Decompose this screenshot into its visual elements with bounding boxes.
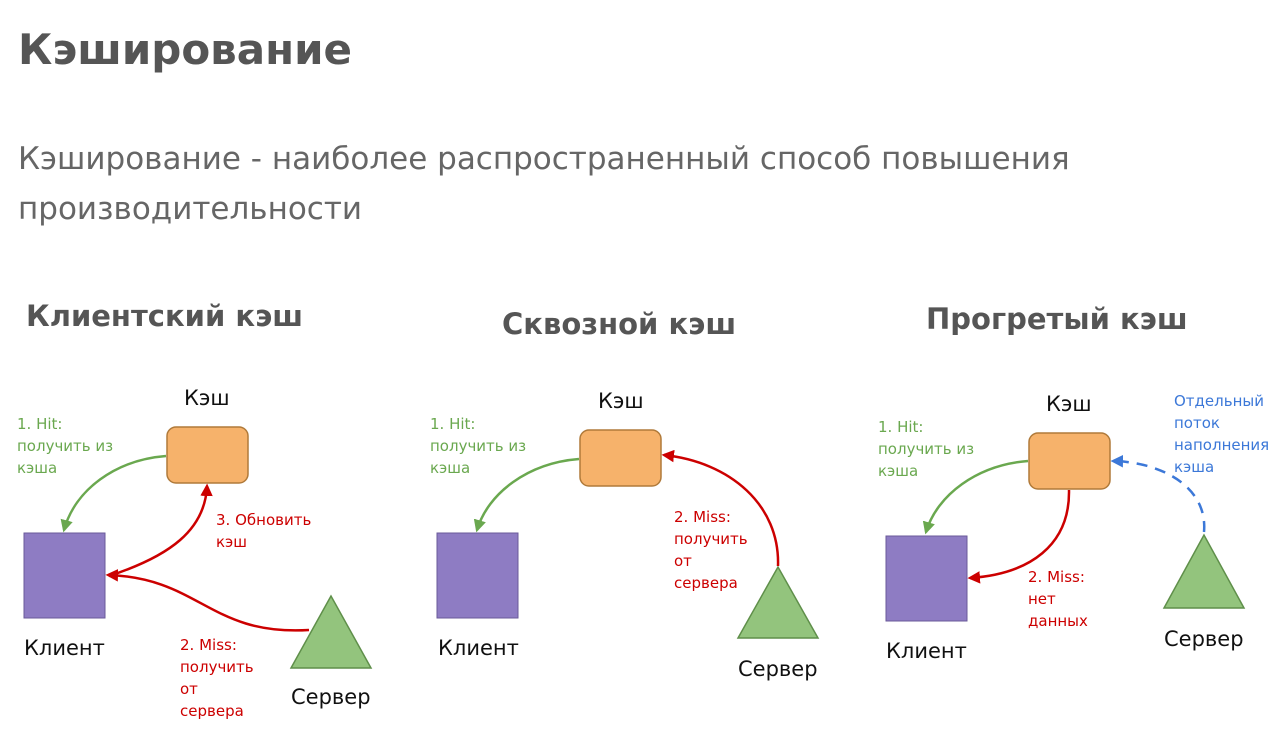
server-label: Сервер xyxy=(738,657,818,681)
miss-arrow xyxy=(661,449,780,567)
cache-node xyxy=(1028,432,1111,490)
fill-thread-arrow xyxy=(1110,454,1206,533)
client-label: Клиент xyxy=(886,639,967,663)
hit-arrow xyxy=(473,457,580,533)
hit-arrow xyxy=(922,459,1029,535)
hit-annotation: 1. Hit: получить из кэша xyxy=(430,415,531,477)
cache-label: Кэш xyxy=(1046,392,1092,416)
update-annotation: 3. Обновить кэш xyxy=(216,511,316,551)
cache-label: Кэш xyxy=(598,389,644,413)
diagram-client-cache: Клиентский кэш Кэш Клиент Сервер 1. Hit:… xyxy=(17,299,373,720)
client-node xyxy=(23,532,106,619)
server-label: Сервер xyxy=(291,685,371,709)
server-node xyxy=(1162,533,1246,609)
server-label: Сервер xyxy=(1164,627,1244,651)
hit-annotation: 1. Hit: получить из кэша xyxy=(878,418,979,480)
diagram-read-through-cache: Сквозной кэш Кэш Клиент Сервер 1. Hit: п… xyxy=(430,307,820,681)
hit-arrow xyxy=(60,454,167,533)
diagram-warm-cache: Прогретый кэш Кэш Клиент Сервер 1. Hit: … xyxy=(878,302,1274,663)
hit-annotation: 1. Hit: получить из кэша xyxy=(17,415,118,477)
cache-node xyxy=(579,429,662,487)
miss-annotation: 2. Miss: получить от сервера xyxy=(674,508,752,592)
update-cache-arrow xyxy=(108,483,213,578)
server-node xyxy=(289,594,373,669)
fill-thread-annotation: Отдельный поток наполнения кэша xyxy=(1174,392,1274,476)
diagram-title: Клиентский кэш xyxy=(26,299,303,333)
cache-label: Кэш xyxy=(184,386,230,410)
miss-annotation: 2. Miss: нет данных xyxy=(1028,568,1090,630)
client-label: Клиент xyxy=(438,636,519,660)
miss-arrow xyxy=(105,569,310,632)
client-node xyxy=(885,535,968,622)
server-node xyxy=(736,565,820,639)
miss-arrow xyxy=(967,489,1071,584)
cache-node xyxy=(166,426,249,484)
diagram-title: Сквозной кэш xyxy=(502,307,736,341)
client-node xyxy=(436,532,519,619)
page-title: Кэширование xyxy=(18,25,353,74)
miss-annotation: 2. Miss: получить от сервера xyxy=(180,636,258,720)
page-subtitle: Кэширование - наиболее распространенный … xyxy=(18,141,1070,227)
diagram-title: Прогретый кэш xyxy=(926,302,1188,336)
client-label: Клиент xyxy=(24,636,105,660)
